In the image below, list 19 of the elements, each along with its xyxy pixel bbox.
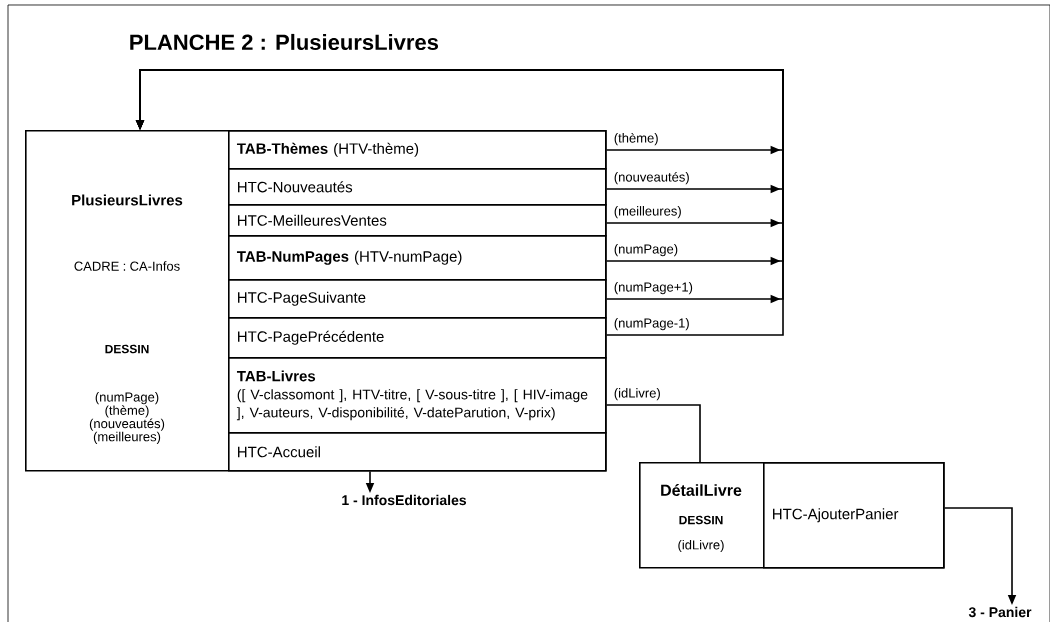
link-cell: HTC-MeilleuresVentes: [228, 204, 607, 237]
title: PLANCHE 2 : PlusieursLivres: [130, 33, 438, 51]
edge-label: (meilleures): [612, 205, 683, 220]
link-cell: TAB-Livres ([ V-classomont ], HTV-titre, [ V-sous-titre ], [ HIV-image ], V-auteurs, V-disponibilité, V-dateParution, V-prix): [228, 357, 607, 434]
edge-label: (idLivre): [612, 387, 662, 402]
link-cell: HTC-PagePrécédente: [228, 317, 607, 359]
link-cell: HTC-AjouterPanier: [763, 462, 945, 569]
edge-label: (nouveautés): [612, 170, 691, 186]
link-cell: TAB-NumPages (HTV-numPage): [228, 235, 607, 281]
edge-label: (numPage-1): [612, 317, 691, 332]
edge-label: (numPage): [612, 243, 680, 258]
link-cell: HTC-PageSuivante: [228, 279, 607, 319]
target-label: 1 - InfosEditoriales: [342, 494, 467, 506]
link-cell: TAB-Thèmes (HTV-thème): [228, 130, 607, 170]
link-cell: HTC-Nouveautés: [228, 168, 607, 206]
target-label: 3 - Panier: [968, 606, 1032, 618]
edge-label: (thème): [612, 131, 660, 147]
edge-label: (numPage+1): [612, 281, 694, 296]
link-cell: HTC-Accueil: [228, 432, 607, 472]
